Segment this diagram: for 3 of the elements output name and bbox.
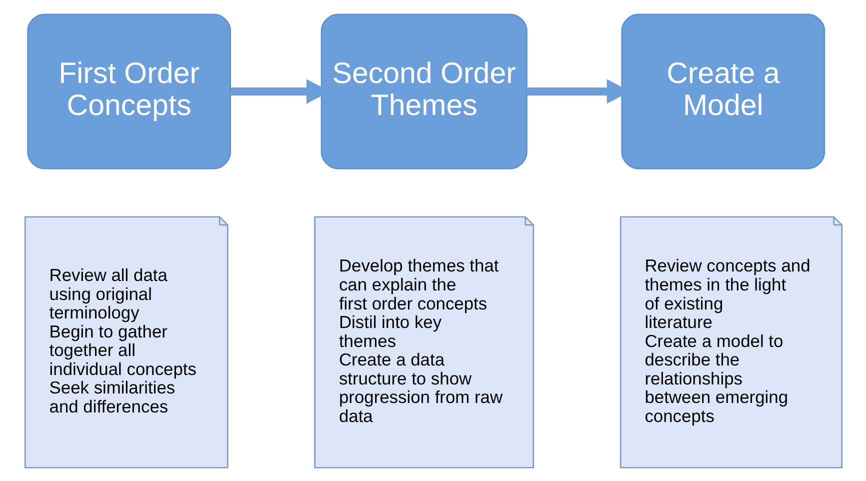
node-box: First Order Concepts (26, 13, 230, 169)
node-box: Second Order Themes (320, 13, 527, 169)
node-box: Create a Model (620, 13, 825, 169)
